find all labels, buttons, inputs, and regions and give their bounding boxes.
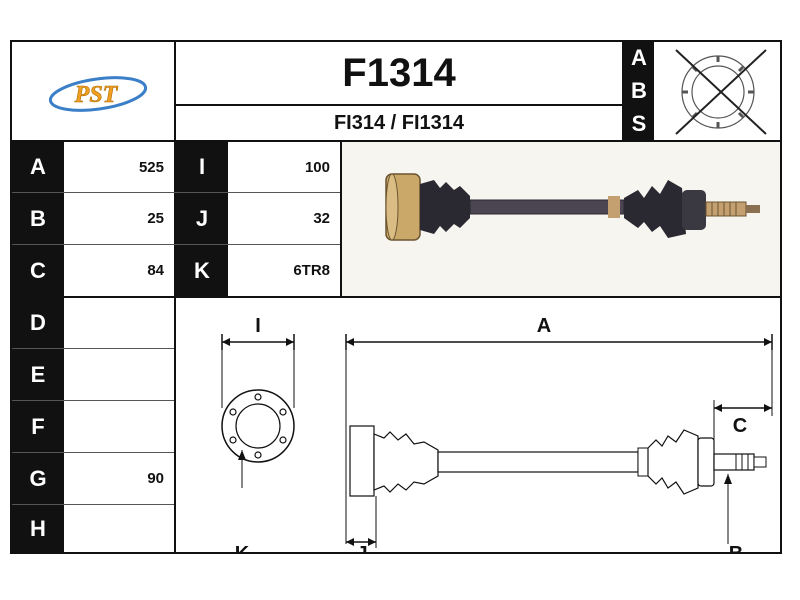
abs-letter-s: S: [624, 107, 654, 140]
spec-value-k: 6TR8: [293, 262, 330, 279]
spec-value-a: 525: [138, 158, 164, 176]
abs-letter-b: B: [624, 74, 654, 107]
divider: [622, 42, 624, 140]
divider: [340, 140, 342, 296]
spec-value-i: 100: [304, 158, 330, 176]
spec-key-j: J: [176, 193, 228, 244]
logo-text: PST: [74, 82, 119, 108]
spec-value-b: 25: [147, 210, 164, 227]
spec-value-g: 90: [147, 470, 164, 487]
spec-value-c: 84: [147, 262, 164, 279]
spec-key-i: I: [176, 142, 228, 192]
reference-numbers: FI314 / FI1314: [333, 111, 465, 134]
dim-label-j: J: [356, 543, 367, 552]
dimension-diagram: I K A: [176, 298, 780, 565]
dim-label-i: I: [255, 315, 261, 337]
spec-key-d: D: [12, 298, 64, 348]
spec-sheet: PST F1314 FI314 / FI1314 A B S A 525: [10, 40, 782, 565]
spec-value-d: [64, 298, 174, 348]
spec-value-h: [64, 505, 174, 552]
part-number: F1314: [342, 50, 456, 95]
spec-value-f: [64, 401, 174, 452]
spec-key-k: K: [176, 245, 228, 296]
divider: [12, 296, 780, 298]
spec-key-g: G: [12, 453, 64, 504]
spec-key-h: H: [12, 505, 64, 552]
spec-value-j: 32: [313, 210, 330, 227]
logo: PST: [12, 42, 174, 140]
divider: [12, 140, 780, 142]
divider: [176, 104, 622, 106]
divider: [174, 42, 176, 552]
dim-label-b: B: [729, 543, 743, 552]
dim-label-c: C: [733, 415, 747, 437]
abs-ring-crossed-icon: [654, 42, 780, 140]
abs-letter-a: A: [624, 42, 654, 74]
drive-shaft-photo: [342, 142, 780, 296]
spec-key-c: C: [12, 245, 64, 296]
spec-key-b: B: [12, 193, 64, 244]
spec-key-a: A: [12, 142, 64, 192]
dim-label-k: K: [235, 543, 250, 552]
spec-value-e: [64, 349, 174, 400]
spec-key-e: E: [12, 349, 64, 400]
dim-label-a: A: [537, 315, 551, 337]
spec-key-f: F: [12, 401, 64, 452]
